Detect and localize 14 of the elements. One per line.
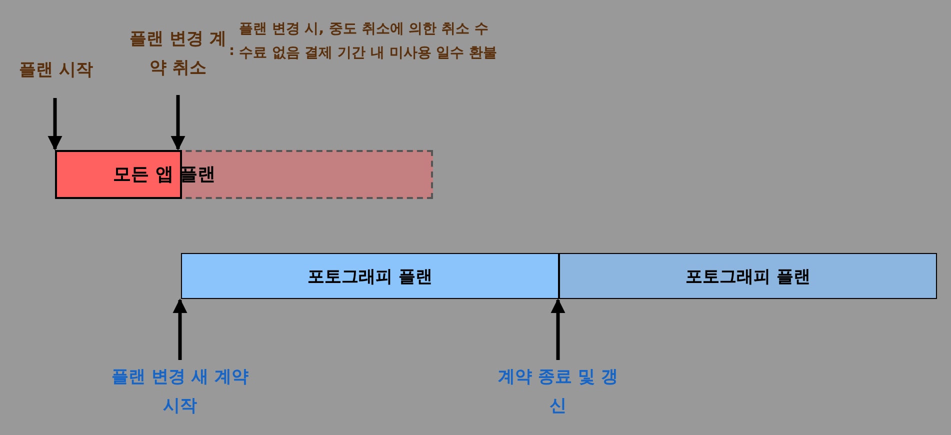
arrow xyxy=(172,298,188,360)
event-label: 플랜 변경 새 계약 시작 xyxy=(110,363,250,423)
event-label: 플랜 시작 xyxy=(8,56,104,88)
plan-bar xyxy=(55,150,433,199)
plan-bar: 포토그래피 플랜 xyxy=(181,253,559,299)
plan-bar: 포토그래피 플랜 xyxy=(559,253,937,299)
event-label: 계약 종료 및 갱신 xyxy=(495,363,621,423)
note-text: 플랜 변경 시, 중도 취소에 의한 취소 수수료 없음 결제 기간 내 미사용 일수 환불 xyxy=(239,20,498,63)
colon-mark: : xyxy=(229,42,235,61)
arrow xyxy=(48,98,62,150)
event-label: 플랜 변경 계약 취소 xyxy=(128,25,228,85)
arrow xyxy=(550,298,566,360)
arrow xyxy=(170,95,186,150)
plan-name: 모든 앱 플랜 xyxy=(113,163,216,186)
